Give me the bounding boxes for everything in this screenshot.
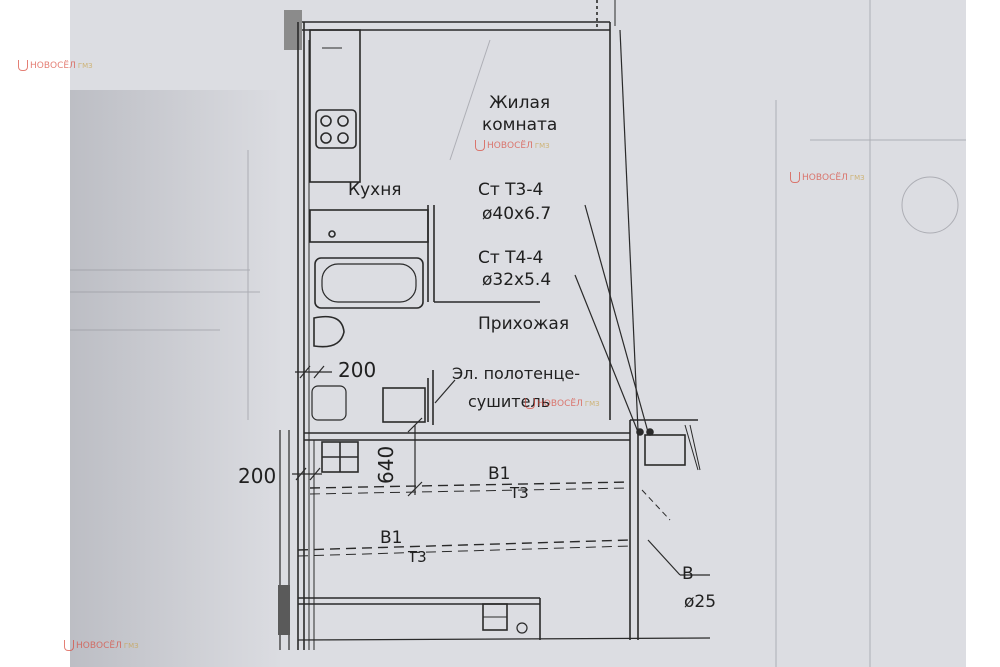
towel-dryer-label-line2: сушитель xyxy=(468,392,551,411)
route-b1-upper: В1 xyxy=(488,464,511,484)
pipe-t3-size: ø40x6.7 xyxy=(482,204,552,224)
route-t3-lower: Т3 xyxy=(408,548,427,566)
watermark-top-left: НОВОСЁЛ ГМЗ xyxy=(18,60,93,71)
watermark-lower: НОВОСЁЛ ГМЗ xyxy=(525,398,600,409)
route-d25-right: ø25 xyxy=(684,592,717,612)
leader-t3 xyxy=(584,204,649,433)
watermark-logo-icon xyxy=(64,640,74,651)
watermark-logo-icon xyxy=(475,140,485,151)
watermark-logo-icon xyxy=(525,398,535,409)
kitchen-label: Кухня xyxy=(348,180,402,200)
pipe-t3-label: Ст Т3-4 xyxy=(478,180,544,200)
floor-plan-sheet: Жилая комната Кухня Прихожая Ст Т3-4 ø40… xyxy=(70,0,966,667)
riser-shaft xyxy=(644,434,686,466)
leader-t4 xyxy=(574,274,639,433)
floor-plan-drawing xyxy=(70,0,966,667)
bathroom-vanity xyxy=(309,209,429,243)
wall-column-hatch xyxy=(278,585,290,635)
watermark-logo-icon xyxy=(18,60,28,71)
wall-corner-hatch xyxy=(284,10,302,50)
route-b1-lower: В1 xyxy=(380,528,403,548)
watermark-logo-icon xyxy=(790,172,800,183)
pipe-line-b1-upper xyxy=(309,481,631,489)
toilet xyxy=(313,315,345,348)
watermark-center: НОВОСЁЛ ГМЗ xyxy=(475,140,550,151)
leader-towel-dryer xyxy=(434,379,456,404)
kitchen-counter xyxy=(309,29,361,183)
pipe-t4-label: Ст Т4-4 xyxy=(478,248,544,268)
dim-200-lower: 200 xyxy=(238,464,277,488)
towel-dryer-label-line1: Эл. полотенце- xyxy=(452,364,580,383)
route-b-right: В xyxy=(682,564,694,584)
photo-shadow xyxy=(70,90,280,667)
pipe-t4-size: ø32x5.4 xyxy=(482,270,552,290)
pipe-line-b1-lower xyxy=(297,539,631,551)
watermark-bottom-left: НОВОСЁЛ ГМЗ xyxy=(64,640,139,651)
hallway-label: Прихожая xyxy=(478,314,570,334)
towel-dryer-box xyxy=(382,387,426,423)
living-room-label: Жилая комната xyxy=(482,93,558,136)
watermark-right: НОВОСЁЛ ГМЗ xyxy=(790,172,865,183)
bathtub xyxy=(314,257,424,309)
dim-200-upper: 200 xyxy=(338,358,377,382)
wash-basin xyxy=(311,385,347,421)
dim-640: 640 xyxy=(374,445,398,484)
route-t3-upper: Т3 xyxy=(510,484,529,502)
kitchen-stove xyxy=(315,109,357,149)
